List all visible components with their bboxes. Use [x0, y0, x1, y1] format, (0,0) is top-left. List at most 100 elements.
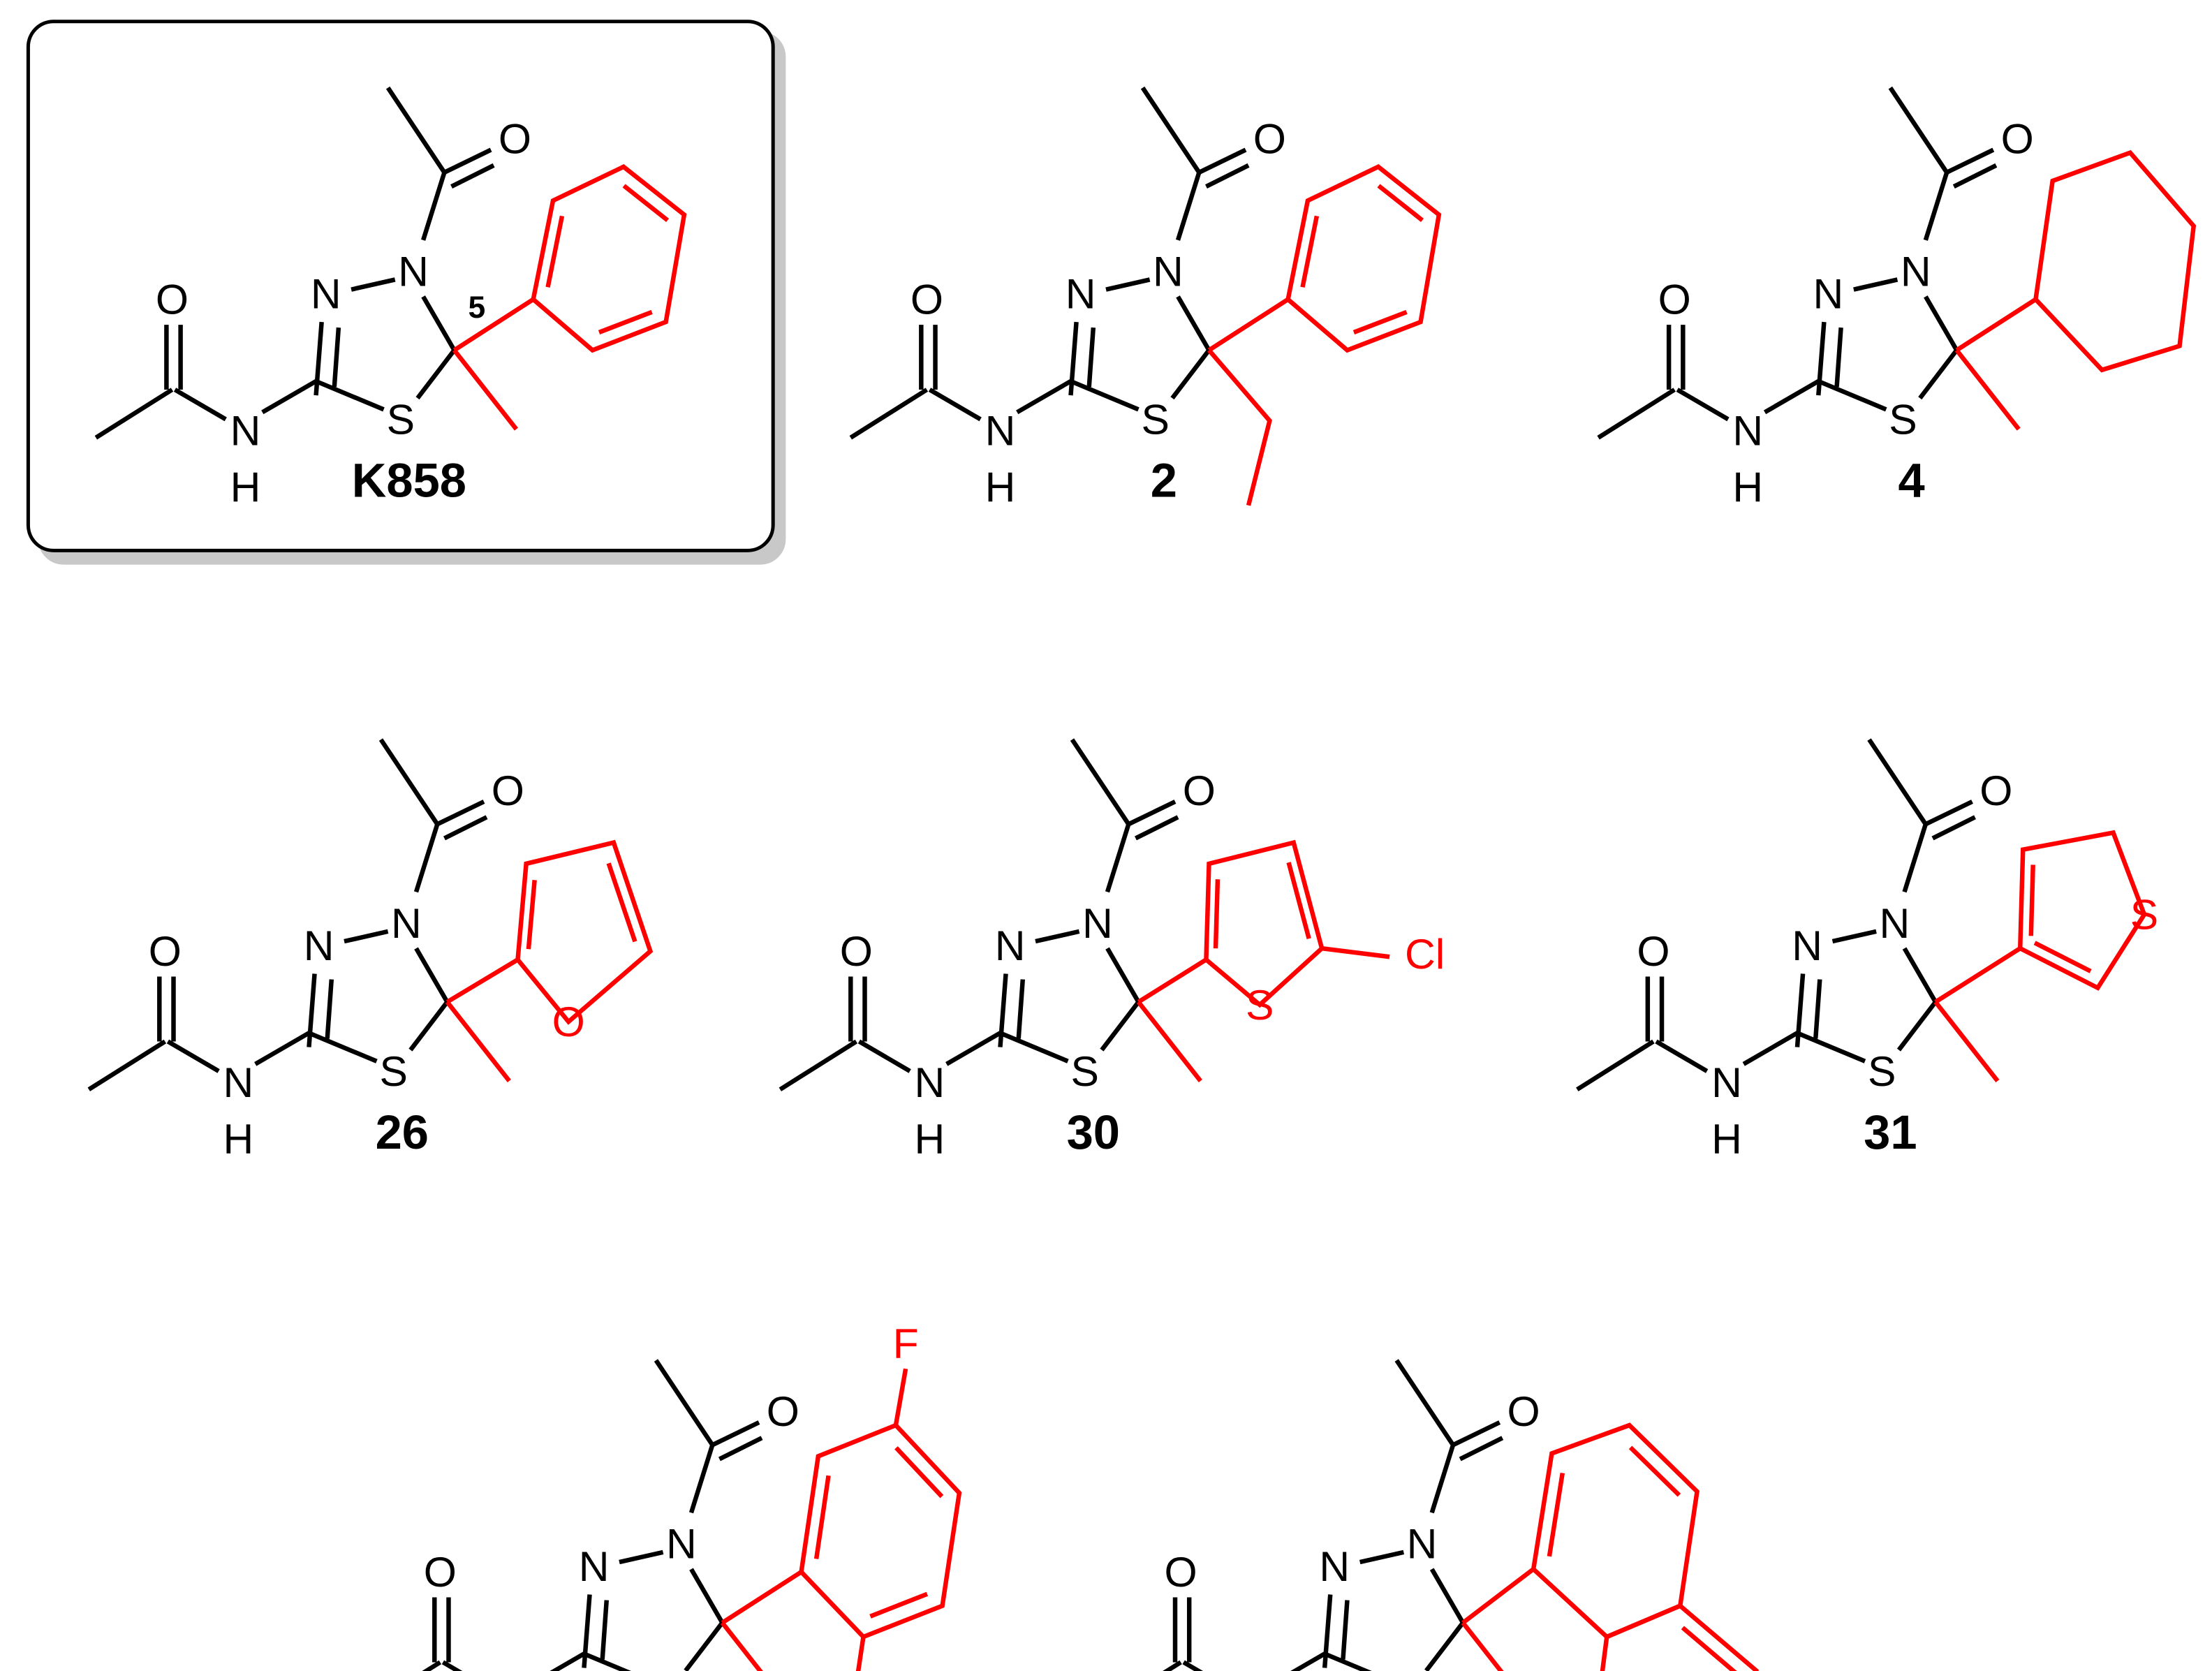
thienyl-bond	[1137, 957, 1208, 1004]
thiophene-sulfur-atom: S	[1246, 981, 1274, 1029]
oxygen-atom: O	[767, 1387, 799, 1435]
nitrogen-atom-n3: N	[579, 1543, 610, 1590]
oxygen-atom: O	[499, 115, 531, 162]
amide-methyl-bond	[87, 1039, 167, 1091]
aromatic-bond	[1547, 1473, 1565, 1557]
ring	[2017, 830, 2147, 991]
nh-amide-c-bond	[1655, 1039, 1709, 1073]
sulfur-atom: S	[1070, 1047, 1098, 1095]
oxygen-atom: O	[1253, 115, 1286, 162]
methyl-bond	[445, 1000, 511, 1083]
n-n-bond	[1035, 929, 1080, 944]
carbonyl-bond	[1452, 1420, 1501, 1448]
nitrogen-atom-n4: N	[391, 899, 422, 947]
nitrogen-atom-n3: N	[995, 922, 1026, 969]
n-n-bond	[351, 277, 396, 292]
c-n-double-bond	[325, 979, 334, 1039]
c2-nh-bond	[254, 1031, 311, 1066]
amide-hydrogen-atom: H	[915, 1115, 945, 1163]
cyclohexyl-bond	[1955, 297, 2037, 353]
carbonyl-bond	[1952, 163, 1998, 189]
aryl-bond	[721, 1570, 803, 1625]
n-n-bond	[619, 1549, 664, 1565]
aromatic-bond	[545, 215, 565, 288]
nitrogen-atom-n3: N	[304, 922, 334, 969]
c2-nh-bond	[261, 379, 318, 415]
methyl-bond	[720, 1621, 763, 1671]
acetyl-n-bond	[688, 1444, 715, 1514]
sulfur-atom: S	[387, 395, 415, 443]
amide-oxygen-atom: O	[424, 1548, 457, 1596]
fluoro-bond	[893, 1368, 908, 1426]
n-c5-bond	[1902, 947, 1938, 1003]
s-c2-bond	[308, 1031, 378, 1063]
aryl-bond	[452, 297, 535, 353]
sulfur-atom: S	[379, 1047, 407, 1095]
carbonyl-bond	[1134, 815, 1179, 841]
aromatic-bond	[622, 184, 670, 223]
acetyl-methyl-bond	[1867, 738, 1928, 826]
n-c5-bond	[689, 1568, 725, 1624]
acetyl-n-bond	[1175, 171, 1202, 241]
nh-amide-c-bond	[173, 388, 227, 422]
furan-oxygen-atom: O	[552, 998, 585, 1045]
amide-methyl-bond	[1163, 1660, 1182, 1671]
amide-methyl-bond	[849, 388, 929, 440]
amide-oxygen-atom: O	[910, 276, 943, 323]
ring	[531, 164, 687, 353]
s-c2-bond	[315, 378, 385, 412]
aromatic-bond	[606, 862, 637, 943]
methyl-bond	[1954, 348, 2021, 431]
nitrogen-atom-n4: N	[398, 247, 429, 295]
acetyl-methyl-bond	[1888, 86, 1949, 174]
amide-hydrogen-atom: H	[1711, 1115, 1742, 1163]
oxygen-atom: O	[492, 767, 524, 814]
carbonyl-bond	[1127, 800, 1177, 827]
sulfur-atom: S	[1395, 1668, 1423, 1671]
ring	[2033, 149, 2197, 373]
c5-s-bond	[415, 348, 457, 400]
amide-nitrogen-atom: N	[1732, 407, 1763, 455]
n-c5-bond	[1176, 295, 1211, 352]
acetyl-methyl-bond	[378, 738, 440, 826]
n-n-bond	[1359, 1549, 1405, 1565]
carbonyl-bond	[443, 815, 488, 841]
chloro-bond	[1321, 945, 1390, 959]
carbonyl-bond	[1459, 1436, 1504, 1462]
nitrogen-atom-n4: N	[666, 1520, 697, 1568]
ethyl-chain	[1207, 348, 1272, 506]
c5-s-bond	[1100, 1000, 1141, 1052]
amide-hydrogen-atom: H	[985, 463, 1016, 510]
methyl-bond	[1461, 1621, 1504, 1671]
c-n-double-bond	[600, 1600, 609, 1660]
carbonyl-bond	[711, 1420, 760, 1448]
compound-label: K858	[352, 454, 466, 508]
s-c2-bond	[583, 1651, 632, 1671]
amide-hydrogen-atom: H	[223, 1115, 254, 1163]
n-n-bond	[1831, 929, 1877, 944]
aromatic-bond	[813, 1475, 831, 1559]
carbonyl-bond	[718, 1436, 763, 1462]
c2-nh-bond	[1763, 379, 1820, 415]
aromatic-bond	[1681, 1626, 1737, 1671]
n-c5-bond	[1105, 947, 1141, 1003]
carbonyl-bond	[1945, 147, 1995, 175]
n-c5-bond	[1924, 295, 1959, 352]
aromatic-bond	[1286, 862, 1311, 940]
c5-s-bond	[1896, 1000, 1938, 1052]
c5-s-bond	[1918, 348, 1959, 400]
acetyl-methyl-bond	[654, 1359, 714, 1447]
aromatic-bond	[1377, 184, 1424, 223]
aromatic-bond	[869, 1591, 929, 1619]
acetyl-methyl-bond	[1394, 1359, 1455, 1447]
amide-nitrogen-atom: N	[223, 1059, 254, 1106]
nitrogen-atom-n4: N	[1407, 1520, 1438, 1568]
c-n-double-bond	[1016, 979, 1026, 1039]
aromatic-bond	[598, 309, 653, 334]
ring	[799, 1422, 962, 1640]
n-n-bond	[1105, 277, 1151, 292]
